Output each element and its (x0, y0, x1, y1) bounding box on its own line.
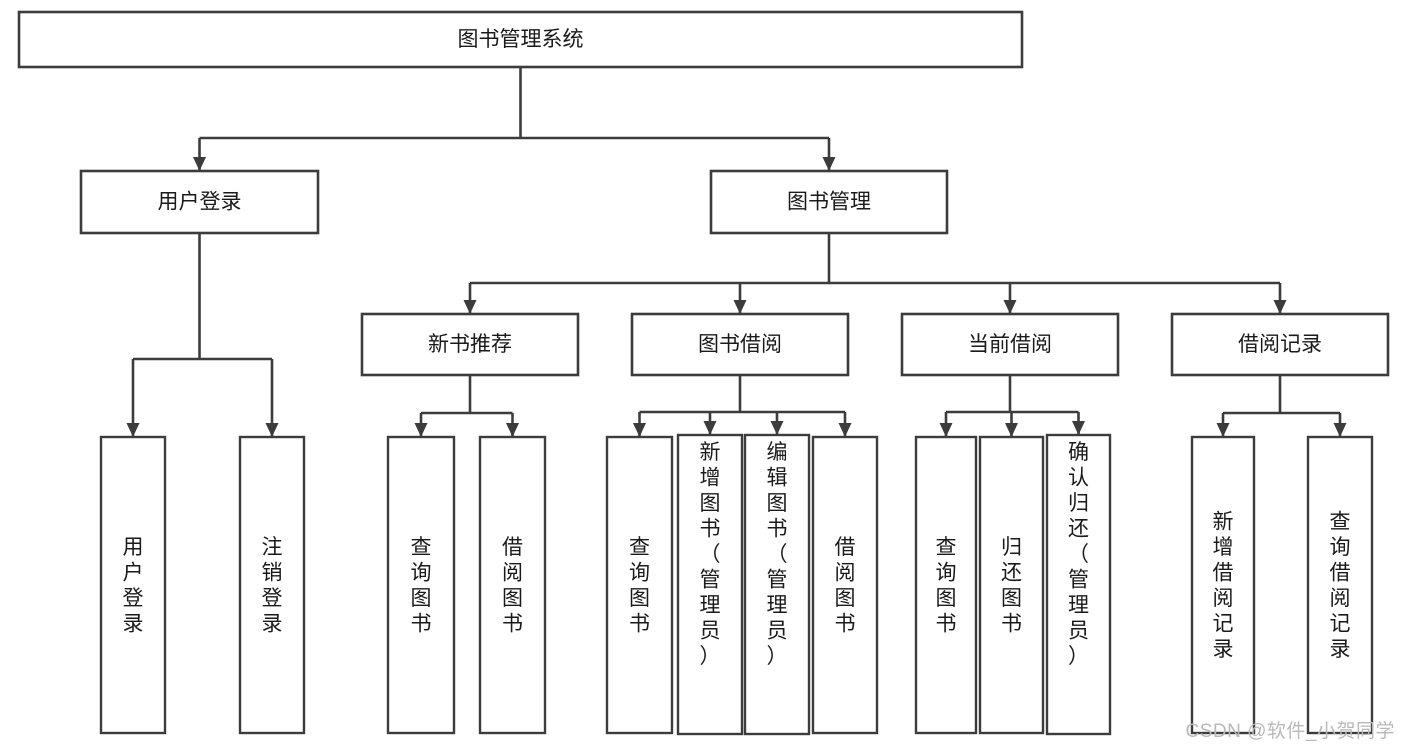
node-box (914, 435, 978, 735)
node-user-login[interactable]: 用户登录 (79, 169, 320, 235)
node-label: 确认归还（管理员） (1068, 441, 1089, 668)
node-label: 图书借阅 (698, 333, 782, 356)
node-box (99, 435, 167, 735)
node-box (386, 435, 456, 735)
node-label: 借阅图书 (502, 536, 523, 636)
node-box (1306, 435, 1374, 735)
node-box (676, 433, 744, 736)
node-leaf-edit-book[interactable]: 编辑图书（管理员） (743, 433, 811, 736)
node-leaf-logout[interactable]: 注销登录 (238, 435, 306, 735)
node-root[interactable]: 图书管理系统 (17, 10, 1024, 69)
node-label: 借阅图书 (835, 536, 856, 636)
node-box (605, 435, 674, 735)
edge-arrowhead (506, 423, 519, 437)
edge-arrowhead (703, 421, 717, 435)
node-box (743, 433, 811, 736)
connector-layer (126, 67, 1347, 437)
node-box (709, 169, 949, 235)
node-label: 新增图书（管理员） (700, 441, 721, 668)
node-leaf-borrow-book-1[interactable]: 借阅图书 (478, 435, 547, 735)
node-leaf-query-book-1[interactable]: 查询图书 (386, 435, 456, 735)
node-box (978, 435, 1045, 735)
edge-arrowhead (633, 423, 646, 437)
node-leaf-query-book-3[interactable]: 查询图书 (914, 435, 978, 735)
edge-arrowhead (1005, 423, 1018, 437)
node-label: 用户登录 (123, 536, 144, 636)
node-label: 新增借阅记录 (1213, 510, 1234, 661)
node-leaf-confirm-return[interactable]: 确认归还（管理员） (1045, 433, 1112, 736)
node-leaf-return-book[interactable]: 归还图书 (978, 435, 1045, 735)
node-box (478, 435, 547, 735)
edge-arrowhead (939, 423, 953, 437)
node-box (360, 312, 580, 377)
node-leaf-query-record[interactable]: 查询借阅记录 (1306, 435, 1374, 735)
edge-arrowhead (414, 423, 428, 437)
node-box (811, 435, 879, 735)
node-box (900, 312, 1120, 377)
node-box (1190, 435, 1256, 735)
node-label: 当前借阅 (968, 333, 1052, 356)
node-label: 新书推荐 (428, 333, 512, 356)
edge-arrowhead (1333, 423, 1347, 437)
node-leaf-user-login[interactable]: 用户登录 (99, 435, 167, 735)
node-label: 查询图书 (411, 536, 432, 636)
node-label: 用户登录 (158, 191, 242, 214)
edge-arrowhead (1273, 300, 1287, 314)
edge-arrowhead (193, 157, 206, 171)
node-label: 查询借阅记录 (1330, 510, 1351, 661)
node-label: 注销登录 (262, 536, 283, 636)
node-layer: 图书管理系统用户登录图书管理新书推荐图书借阅当前借阅借阅记录用户登录注销登录查询… (17, 10, 1390, 736)
node-label: 图书管理 (787, 191, 871, 214)
edge-arrowhead (1216, 423, 1230, 437)
node-label: 查询图书 (936, 536, 957, 636)
node-leaf-borrow-book-2[interactable]: 借阅图书 (811, 435, 879, 735)
edge-arrowhead (463, 300, 477, 314)
edge-arrowhead (1003, 300, 1017, 314)
node-book-manage[interactable]: 图书管理 (709, 169, 949, 235)
node-box (1170, 312, 1390, 377)
node-leaf-add-record[interactable]: 新增借阅记录 (1190, 435, 1256, 735)
node-leaf-add-book[interactable]: 新增图书（管理员） (676, 433, 744, 736)
edge-arrowhead (126, 423, 140, 437)
edge-arrowhead (265, 423, 279, 437)
node-label: 编辑图书（管理员） (767, 441, 788, 668)
node-label: 图书管理系统 (458, 28, 584, 51)
node-book-borrow[interactable]: 图书借阅 (630, 312, 850, 377)
node-box (1045, 433, 1112, 736)
node-label: 查询图书 (629, 536, 650, 636)
node-box (238, 435, 306, 735)
node-new-book-rec[interactable]: 新书推荐 (360, 312, 580, 377)
node-leaf-query-book-2[interactable]: 查询图书 (605, 435, 674, 735)
node-label: 归还图书 (1001, 536, 1022, 636)
node-box (79, 169, 320, 235)
edge-arrowhead (838, 423, 852, 437)
edge-arrowhead (770, 421, 784, 435)
edge-arrowhead (733, 300, 747, 314)
edge-arrowhead (822, 157, 836, 171)
node-current-borrow[interactable]: 当前借阅 (900, 312, 1120, 377)
node-box (17, 10, 1024, 69)
node-label: 借阅记录 (1238, 333, 1322, 356)
node-box (630, 312, 850, 377)
node-borrow-record[interactable]: 借阅记录 (1170, 312, 1390, 377)
edge-arrowhead (1072, 421, 1085, 435)
